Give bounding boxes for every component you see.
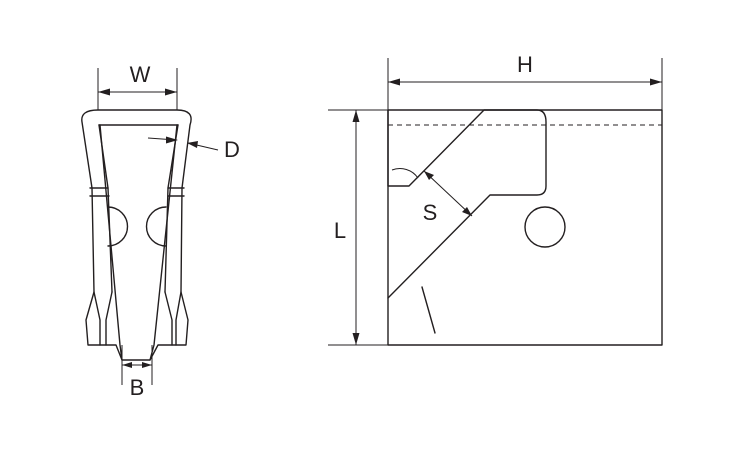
- front-leg-right-outer: [175, 291, 182, 346]
- front-leg-left-inner: [105, 291, 113, 346]
- label-width: W: [130, 62, 151, 87]
- dimension-d: [147, 136, 219, 151]
- front-hole-right: [145, 206, 167, 247]
- label-height: H: [517, 52, 533, 77]
- front-view: W D B: [81, 62, 240, 400]
- inclined-mark: [421, 286, 436, 334]
- dimension-w: [97, 68, 178, 110]
- front-inner-wall-left: [98, 124, 113, 293]
- label-bottom-gap: B: [130, 375, 145, 400]
- front-leg-right-inner: [164, 291, 173, 346]
- front-throat-right: [149, 124, 178, 361]
- front-hole-left: [107, 206, 129, 247]
- dimension-s: [423, 170, 473, 217]
- slot-cutout: [387, 109, 547, 299]
- dimension-h: [387, 58, 663, 110]
- dimension-l: [328, 109, 388, 346]
- label-length: L: [334, 218, 346, 243]
- side-view: H L S: [328, 52, 663, 346]
- front-leg-left-outer: [93, 291, 101, 346]
- slot-corner-arc: [391, 168, 419, 179]
- front-inner-wall-right: [164, 124, 179, 293]
- label-thickness: D: [224, 137, 240, 162]
- front-throat-left: [99, 124, 123, 361]
- label-spacing: S: [423, 200, 438, 225]
- dimension-b: [121, 345, 153, 385]
- mounting-hole: [524, 206, 566, 248]
